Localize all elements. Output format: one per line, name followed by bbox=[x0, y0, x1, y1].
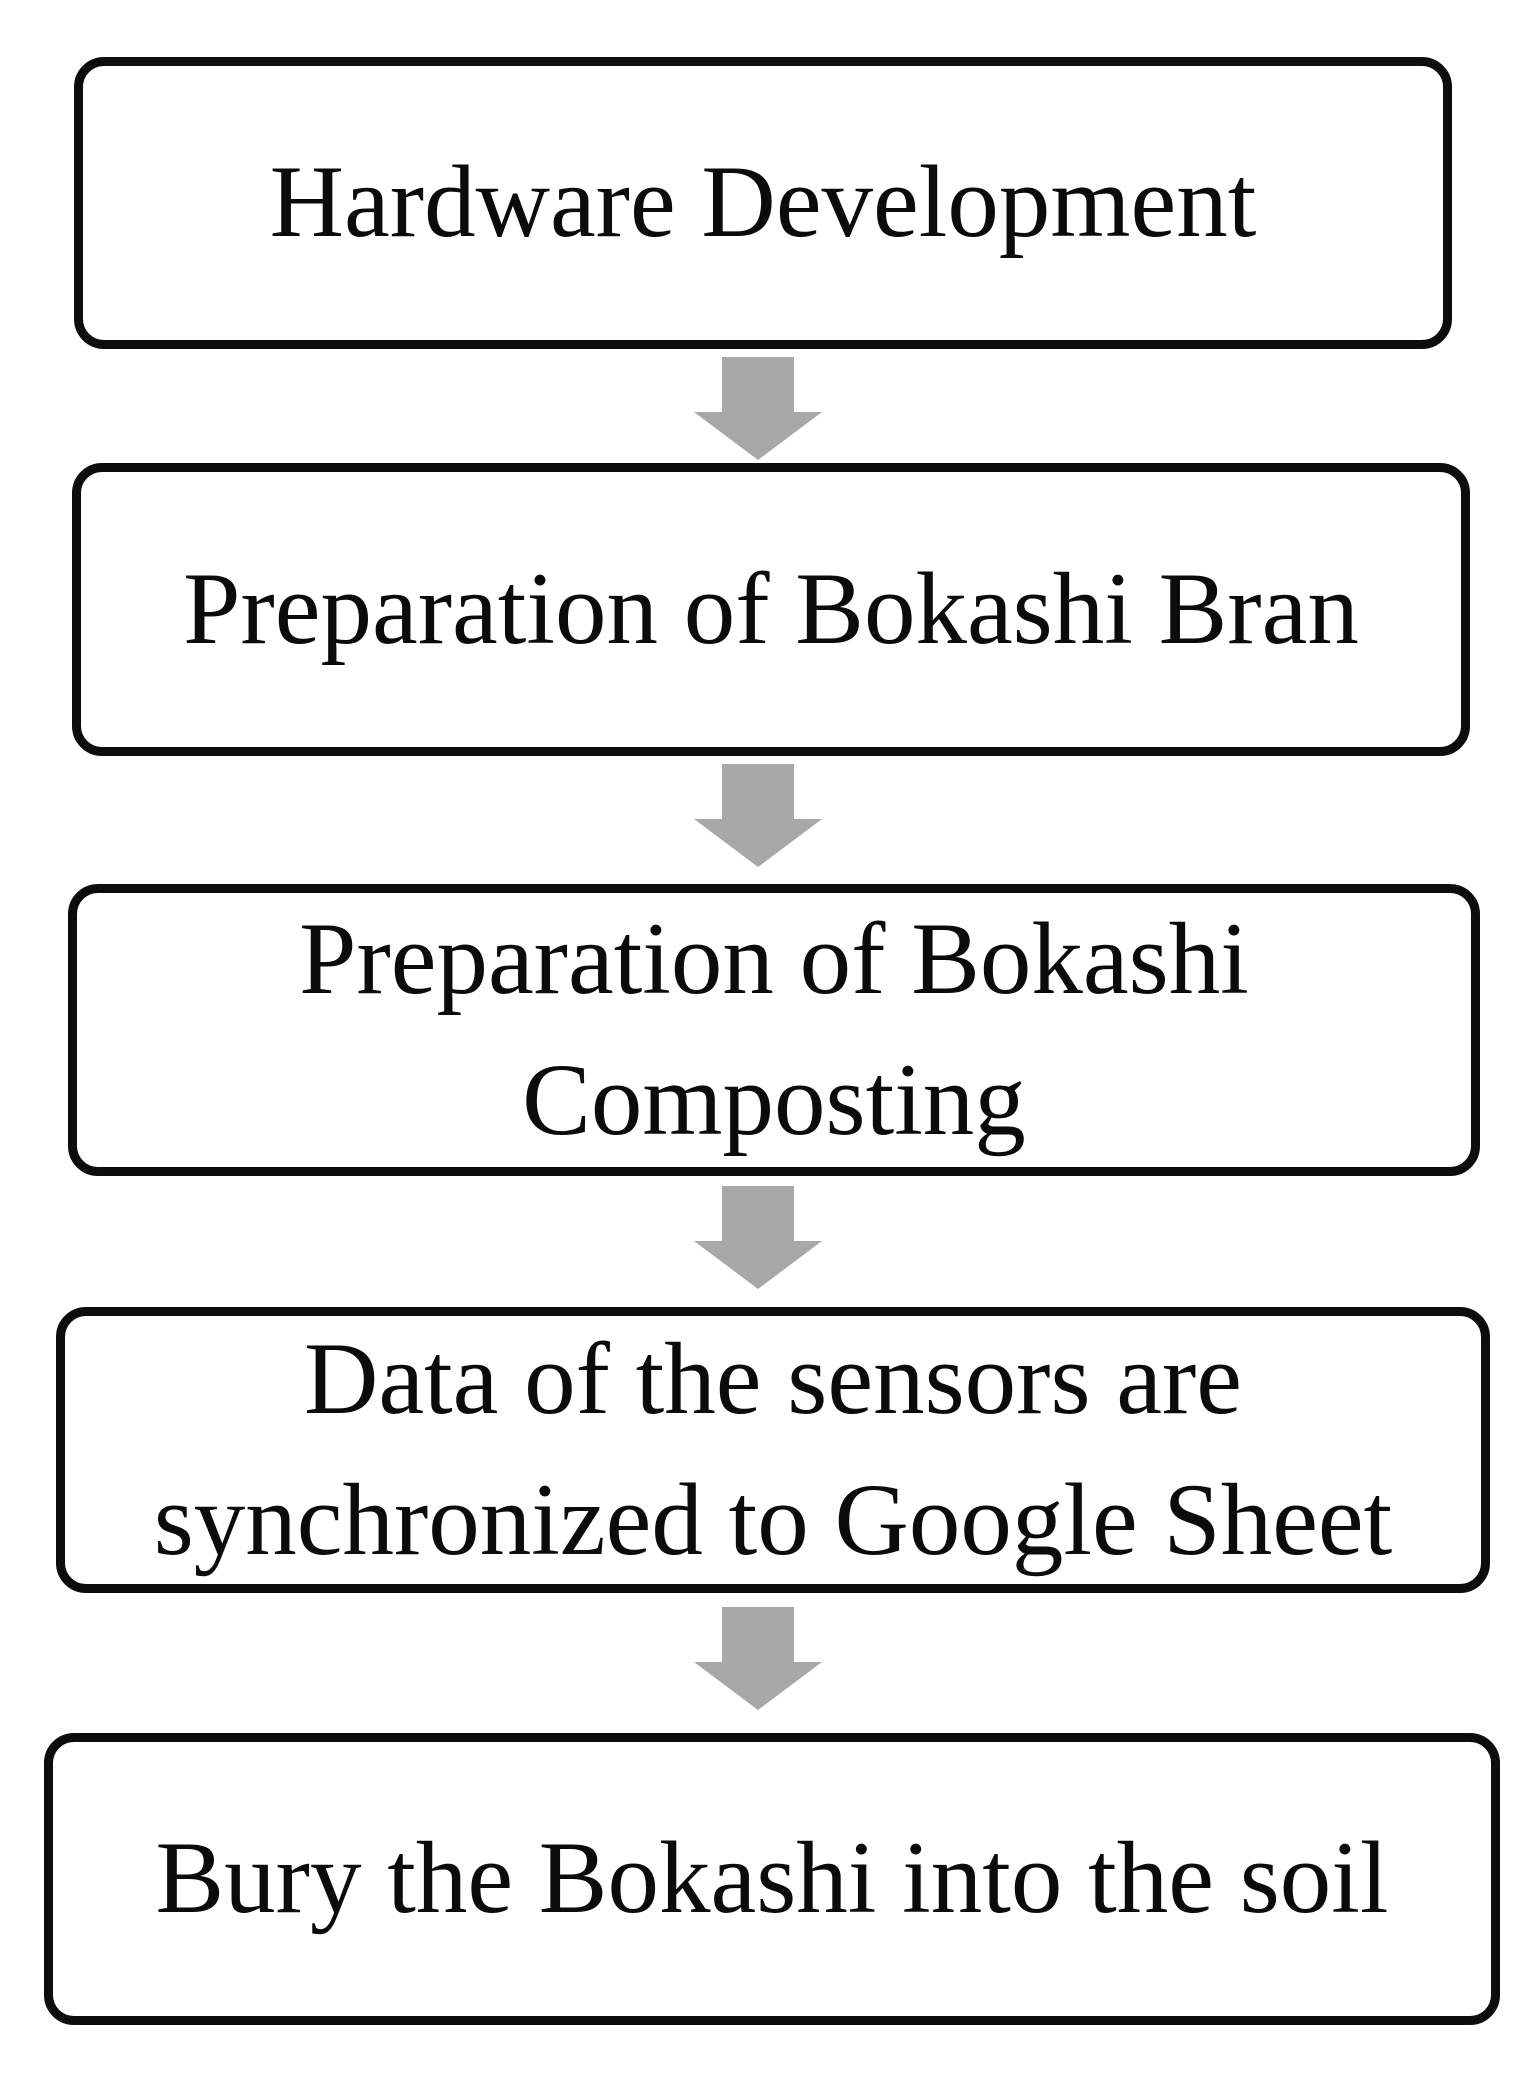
down-arrow-shape bbox=[694, 764, 822, 867]
flow-step-label: Data of the sensors are synchronized to … bbox=[153, 1321, 1393, 1577]
down-arrow-icon bbox=[694, 1186, 822, 1289]
down-arrow-shape bbox=[694, 1186, 822, 1289]
flow-step-label: Preparation of Bokashi Bran bbox=[183, 551, 1359, 666]
flow-step-label: Preparation of Bokashi Composting bbox=[299, 901, 1249, 1157]
flow-step-bury-bokashi-into-soil: Bury the Bokashi into the soil bbox=[44, 1733, 1500, 2025]
flow-step-label: Hardware Development bbox=[269, 145, 1257, 260]
down-arrow-icon bbox=[694, 357, 822, 460]
flow-step-sensor-data-sync-google-sheet: Data of the sensors are synchronized to … bbox=[56, 1307, 1490, 1593]
down-arrow-shape bbox=[694, 357, 822, 460]
down-arrow-shape bbox=[694, 1607, 822, 1710]
down-arrow-icon bbox=[694, 764, 822, 867]
flow-step-hardware-development: Hardware Development bbox=[74, 57, 1452, 349]
flow-step-label: Bury the Bokashi into the soil bbox=[155, 1821, 1389, 1936]
flow-step-preparation-bokashi-bran: Preparation of Bokashi Bran bbox=[72, 463, 1470, 756]
down-arrow-icon bbox=[694, 1607, 822, 1710]
flow-step-preparation-bokashi-composting: Preparation of Bokashi Composting bbox=[68, 884, 1480, 1176]
